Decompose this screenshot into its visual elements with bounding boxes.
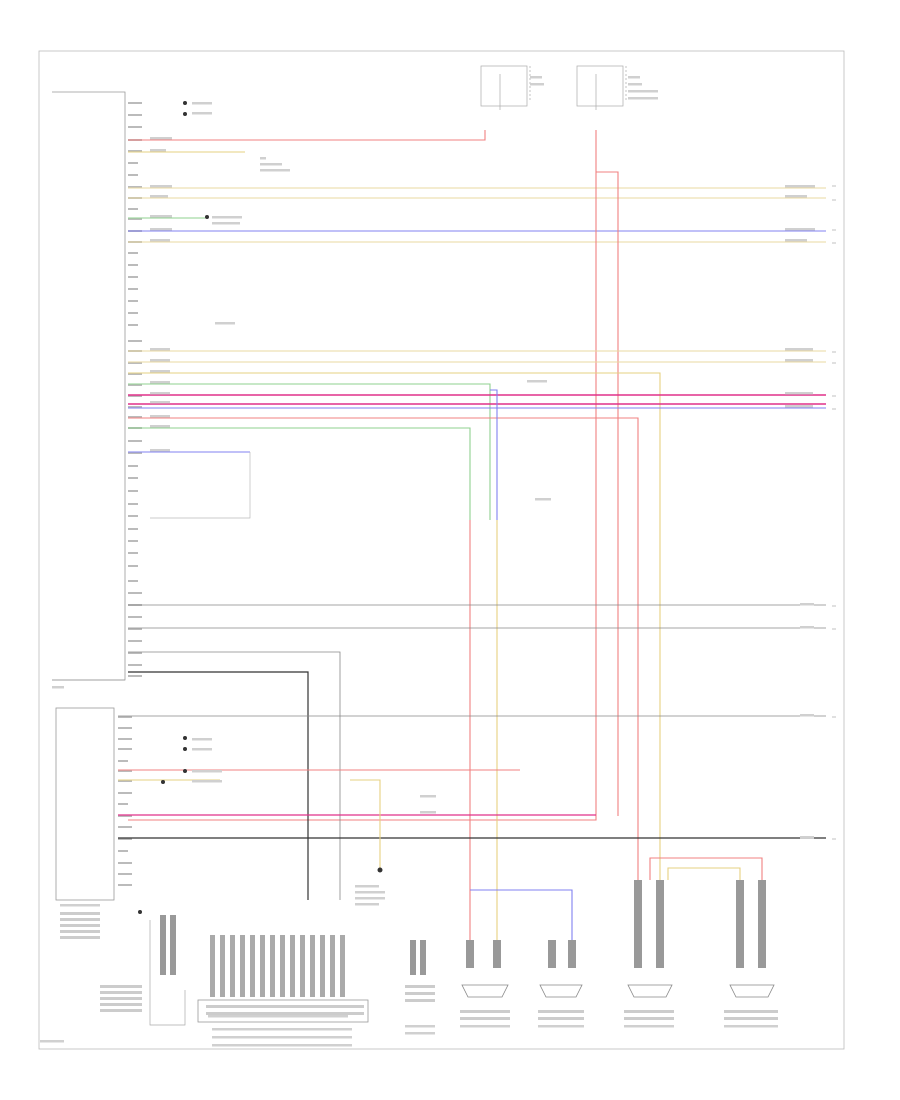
wire-red-fuse2b [596,171,619,816]
wire-dark-1 [128,671,309,900]
wire-red-fuse1 [128,130,486,141]
wire-red-rf [649,857,763,940]
fuse-relay-block-2 [576,65,627,110]
wire-yellow-dsp [350,779,381,870]
digital-sound-processor-module [197,935,369,1023]
wire-red-mid [128,417,639,880]
wire-green-mid [128,383,491,520]
wires [118,130,826,940]
right-rear-tweeter [538,984,584,1020]
fuse-relay-block-1 [480,65,531,110]
wire-label-marks [40,76,815,1047]
right-front-tweeter [624,984,674,1020]
wire-yellow-rf [667,867,741,940]
right-edge-connectors [832,185,836,840]
wire-green-2 [128,427,471,520]
amplifier [52,679,132,901]
speaker-terminals [160,880,766,975]
wire-red-fuse2 [128,130,597,821]
wire-blue-bridge [470,889,573,940]
antenna-module [405,985,435,1002]
wire-gray-3 [128,651,341,900]
wire-yellow-mid [128,372,661,880]
head-unit [52,91,142,681]
right-rear-woofer [460,984,510,1020]
wire-blue-mid [490,389,498,520]
rear-sound-module [60,912,186,1026]
right-front-woofer [724,984,778,1020]
diagram-border [38,50,845,1050]
splice-dots [138,101,383,914]
wire-gray-loop [150,452,251,519]
